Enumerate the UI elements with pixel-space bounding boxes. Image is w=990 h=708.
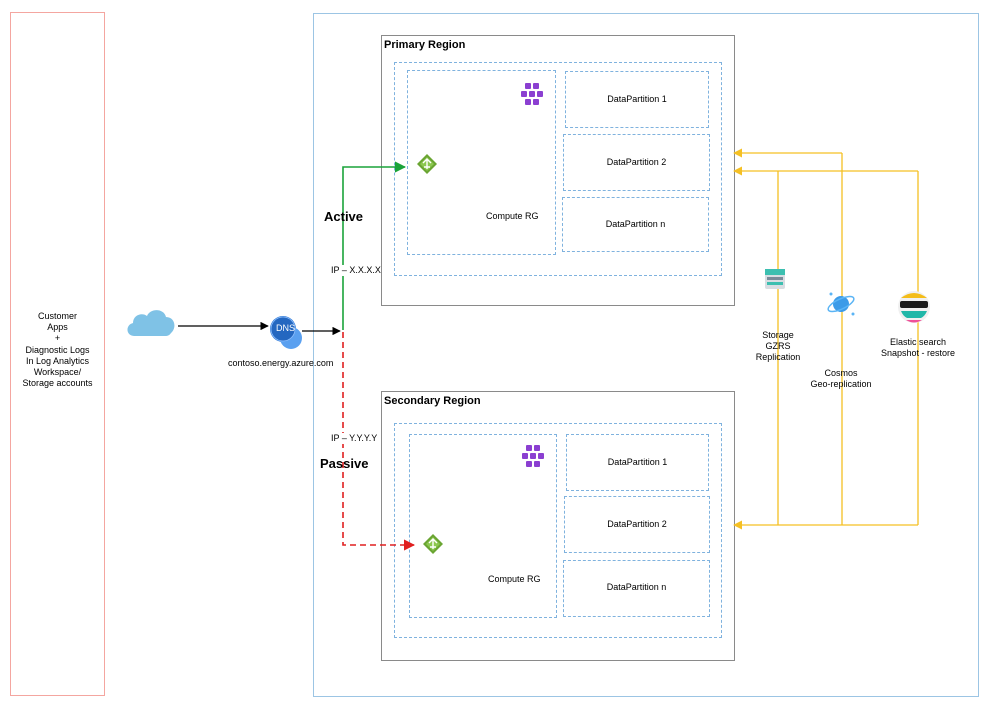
secondary-partition-2-label: DataPartition 2 (607, 519, 667, 529)
kubernetes-icon (522, 445, 544, 467)
primary-partition-1 (565, 71, 709, 128)
secondary-partition-1-label: DataPartition 1 (607, 457, 668, 467)
ip-active-label: IP – X.X.X.X (331, 265, 381, 276)
primary-partition-2 (563, 134, 710, 191)
app-gateway-icon (423, 534, 443, 554)
secondary-partition-1 (566, 434, 709, 491)
main-container (313, 13, 979, 697)
kubernetes-icon (521, 83, 543, 105)
app-gateway-icon (417, 154, 437, 174)
ip-passive-label: IP – Y.Y.Y.Y (331, 433, 378, 444)
secondary-partition-2 (564, 496, 710, 553)
elastic-search-icon (898, 291, 930, 323)
primary-partition-2-label: DataPartition 2 (606, 157, 667, 167)
customer-panel (10, 12, 105, 696)
passive-label: Passive (320, 456, 369, 471)
customer-text: Customer Apps + Diagnostic Logs In Log A… (22, 311, 93, 389)
secondary-compute-rg (409, 434, 557, 618)
replication-lines (733, 148, 919, 530)
cloud-icon (127, 310, 175, 336)
primary-compute-label: Compute RG (486, 211, 539, 221)
primary-outer-dashed (394, 62, 722, 276)
primary-region-title: Primary Region (384, 39, 466, 51)
elastic-search-label: Elastic search Snapshot - restore (880, 337, 956, 358)
dns-icon (270, 316, 302, 349)
primary-compute-rg (407, 70, 556, 255)
active-label: Active (324, 209, 364, 224)
primary-partition-n (562, 197, 709, 252)
secondary-partition-n (563, 560, 710, 617)
dns-hostname: contoso.energy.azure.com (228, 358, 334, 368)
active-route-line (342, 161, 407, 330)
secondary-region-title: Secondary Region (384, 395, 481, 407)
secondary-compute-label: Compute RG (488, 574, 541, 584)
primary-partition-1-label: DataPartition 1 (607, 94, 667, 104)
dns-icon-label: DNS (276, 323, 296, 333)
storage-label: Storage GZRS Replication (755, 330, 801, 362)
secondary-partition-n-label: DataPartition n (606, 582, 667, 592)
cosmos-icon (827, 292, 855, 316)
primary-partition-n-label: DataPartition n (605, 219, 666, 229)
secondary-outer-dashed (394, 423, 722, 638)
passive-route-line (342, 332, 416, 551)
cosmos-label: Cosmos Geo-replication (810, 368, 872, 389)
storage-icon (765, 269, 785, 289)
